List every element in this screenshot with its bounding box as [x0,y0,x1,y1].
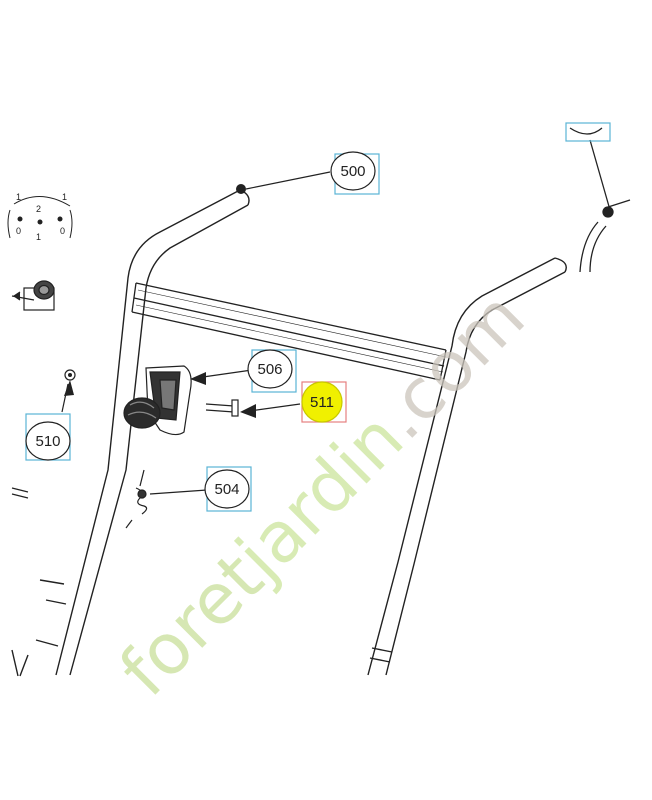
part-510 [64,369,76,381]
mark-bottom-left: 0 [16,226,21,236]
callout-510: 510 [25,413,71,461]
mark-bottom-right: 0 [60,226,65,236]
top-right-callout-fragment [565,122,611,142]
watermark: foretjardin.com [104,276,540,712]
callout-500-label: 500 [340,163,365,180]
left-small-item [11,487,29,499]
part-506-lever [123,365,192,436]
callout-510-label: 510 [35,433,60,450]
handle-frame [11,189,567,677]
callout-511[interactable]: 511 [301,381,347,423]
cross-bar [131,282,447,381]
speed-control-marks: 1 2 1 0 1 0 [7,192,73,242]
callout-500: 500 [330,151,380,195]
part-511-pin [205,399,239,417]
left-knob-component [11,280,55,311]
watermark-jardin: jardin [219,397,419,597]
callout-506: 506 [247,349,297,393]
top-right-cable [569,127,631,273]
mark-top-right: 1 [62,192,67,202]
leader-arrowheads [64,372,256,418]
callout-504-label: 504 [214,481,239,498]
mark-bottom-center: 1 [36,232,41,242]
mark-top-center: 2 [36,204,41,214]
leader-lines [61,171,331,495]
callout-506-label: 506 [257,361,282,378]
callout-504: 504 [204,466,252,512]
part-504-spring [125,469,148,529]
callout-511-label: 511 [310,394,334,411]
bolt-500-dot [236,184,246,194]
mark-top-left: 1 [16,192,21,202]
svg-text:foretjardin.com: foretjardin.com [104,276,540,712]
